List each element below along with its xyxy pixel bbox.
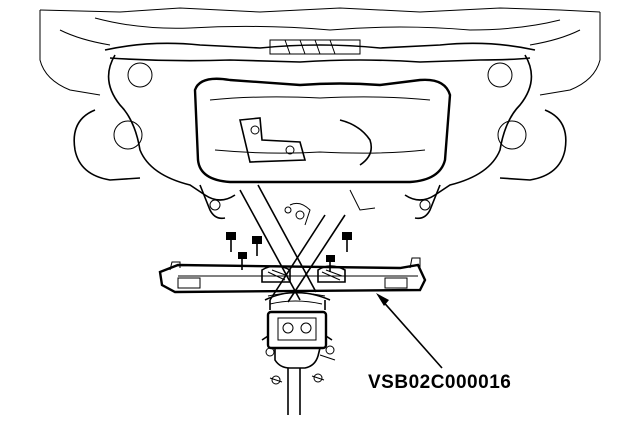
bolt-right-lower (326, 255, 335, 272)
transmission-jack (261, 310, 336, 415)
cross-bar-tool (158, 257, 427, 294)
bolt-left-center (252, 236, 262, 256)
mounting-bolts (226, 232, 352, 272)
bolt-left-lower (238, 252, 247, 270)
subframe-assembly (73, 39, 567, 220)
vehicle-body-outline (39, 7, 601, 96)
bolt-left-upper (226, 232, 236, 252)
bolt-right (342, 232, 352, 252)
support-cradle (264, 291, 331, 310)
callout-leader (376, 293, 443, 369)
callout-label: VSB02C000016 (368, 372, 512, 393)
